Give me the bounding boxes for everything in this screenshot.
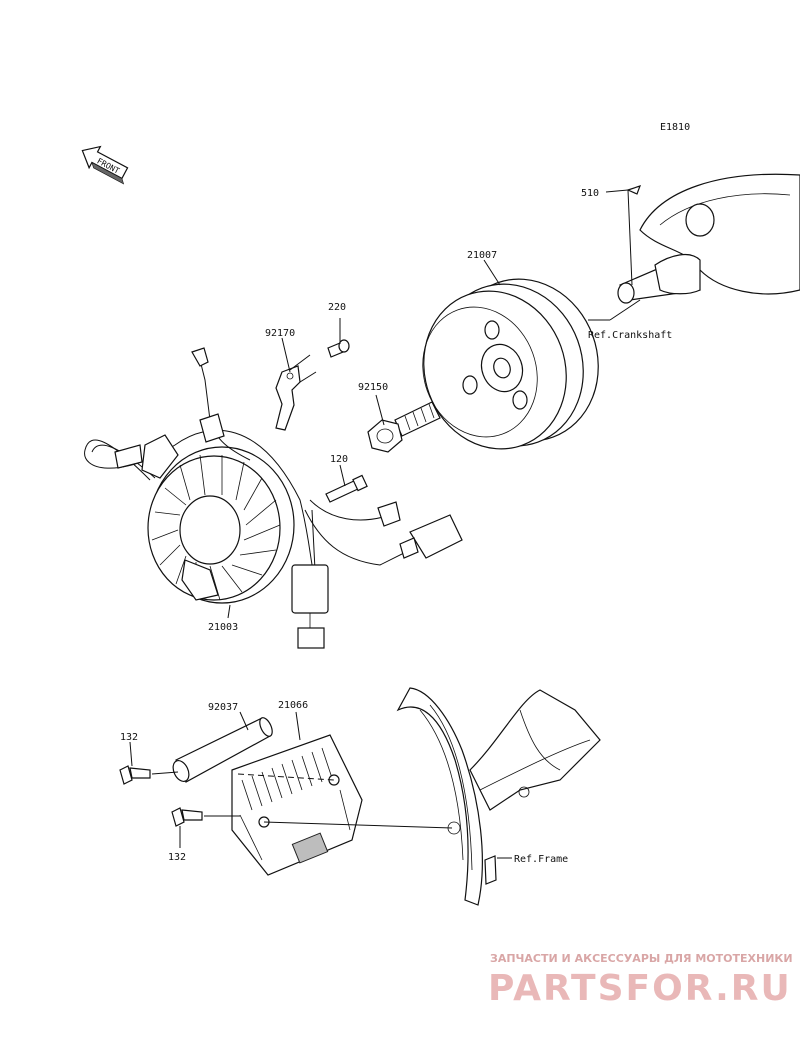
label-21007: 21007 [467,250,497,261]
label-92150: 92150 [358,382,388,393]
flywheel-rotor [422,278,599,450]
label-132-lower: 132 [168,852,186,863]
tube-92037 [172,717,273,783]
label-ref-crankshaft: Ref.Crankshaft [588,330,672,341]
crankshaft-ref [617,173,800,304]
label-220: 220 [328,302,346,313]
regulator-rectifier [231,734,363,876]
bolt-132-upper [119,765,179,785]
label-92037: 92037 [208,702,238,713]
flywheel-bolt [367,401,441,453]
clamp-92170 [275,365,301,431]
label-21003: 21003 [208,622,238,633]
stator-coil [84,347,463,649]
bolt-220 [327,339,350,358]
label-92170: 92170 [265,328,295,339]
label-21066: 21066 [278,700,308,711]
frame-ref [396,687,601,906]
bolt-120 [325,474,368,503]
front-arrow-icon: FRONT [81,145,129,185]
label-120: 120 [330,454,348,465]
bolt-132-lower [171,807,240,827]
label-510: 510 [581,188,599,199]
watermark-brand: PARTSFOR.RU [488,968,792,1009]
label-ref-frame: Ref.Frame [514,854,568,865]
label-132-upper: 132 [120,732,138,743]
diagram-code: E1810 [660,122,690,133]
watermark-tagline: ЗАПЧАСТИ И АКСЕССУАРЫ ДЛЯ МОТОТЕХНИКИ [490,952,793,965]
leader-lines [129,189,641,859]
